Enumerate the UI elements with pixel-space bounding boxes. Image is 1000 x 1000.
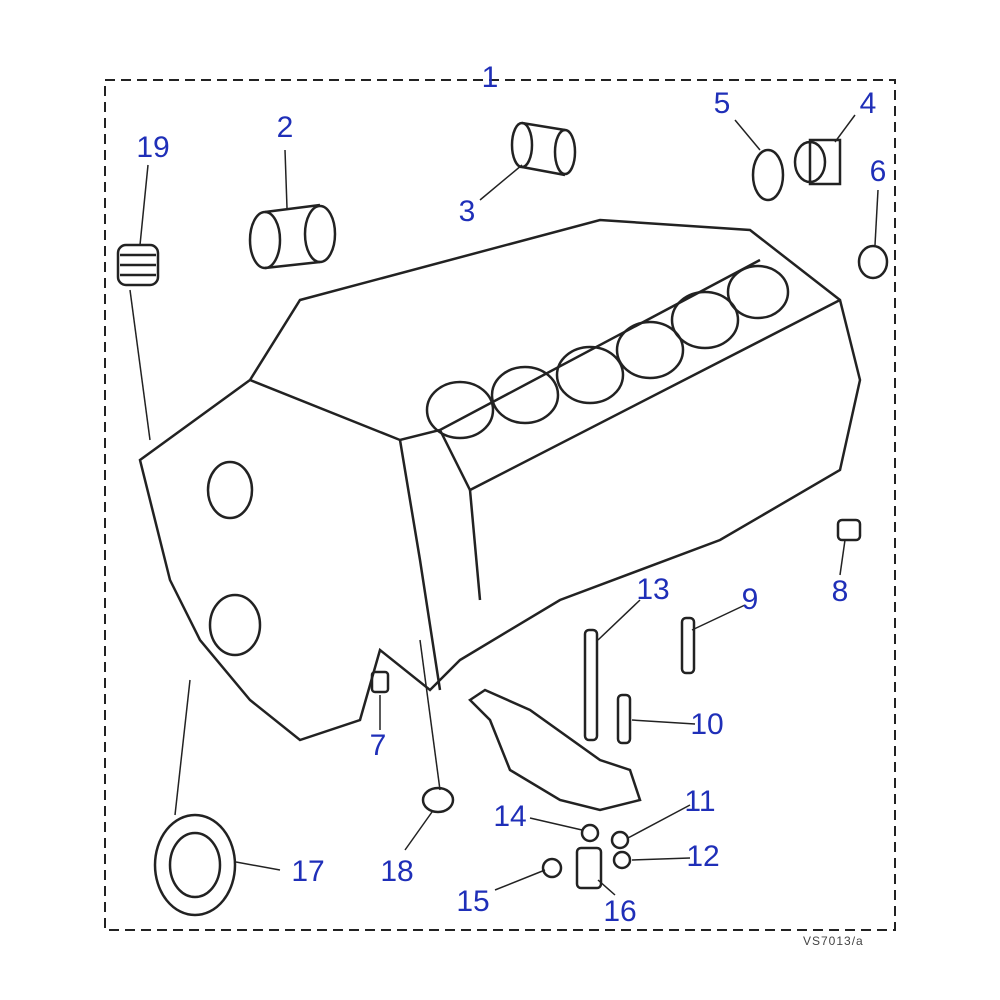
part-16-sleeve: [575, 846, 603, 890]
callout-6: 6: [869, 155, 887, 188]
part-2-bush: [248, 203, 337, 270]
part-12-nut: [612, 850, 632, 870]
callout-16: 16: [603, 895, 637, 928]
part-18-oring: [421, 786, 455, 814]
part-11-washer: [610, 830, 630, 850]
cylinder-bores: [425, 264, 790, 440]
part-19-spring: [116, 243, 160, 287]
callout-10: 10: [690, 708, 724, 741]
callout-9: 9: [741, 583, 759, 616]
callout-4: 4: [859, 87, 877, 120]
part-10-dowel: [616, 693, 632, 745]
callout-17: 17: [291, 855, 325, 888]
part-4-plug: [793, 138, 842, 186]
callout-15: 15: [456, 885, 490, 918]
reference-code: VS7013/a: [803, 934, 864, 948]
callout-7: 7: [369, 729, 387, 762]
part-7-plug: [370, 670, 390, 694]
callout-13: 13: [636, 573, 670, 606]
callout-2: 2: [276, 111, 294, 144]
part-17-seal: [153, 813, 237, 917]
part-15-nut: [541, 857, 563, 879]
callout-14: 14: [493, 800, 527, 833]
callout-18: 18: [380, 855, 414, 888]
callout-1: 1: [481, 61, 499, 94]
assembly-boundary: [104, 79, 896, 931]
callout-19: 19: [136, 131, 170, 164]
callout-12: 12: [686, 840, 720, 873]
cylinder-block: [138, 218, 862, 742]
part-3-bush: [510, 121, 577, 177]
part-5-ring: [751, 148, 785, 202]
callout-3: 3: [458, 195, 476, 228]
part-6-plug: [857, 244, 889, 280]
leader-lines: [129, 114, 879, 896]
part-13-stud: [583, 628, 599, 742]
callout-11: 11: [684, 785, 716, 818]
callout-5: 5: [713, 87, 731, 120]
part-8-plug: [836, 518, 862, 542]
part-9-dowel: [680, 616, 696, 675]
part-bearing-cap: [468, 688, 642, 812]
part-14-washer: [580, 823, 600, 843]
callout-8: 8: [831, 575, 849, 608]
